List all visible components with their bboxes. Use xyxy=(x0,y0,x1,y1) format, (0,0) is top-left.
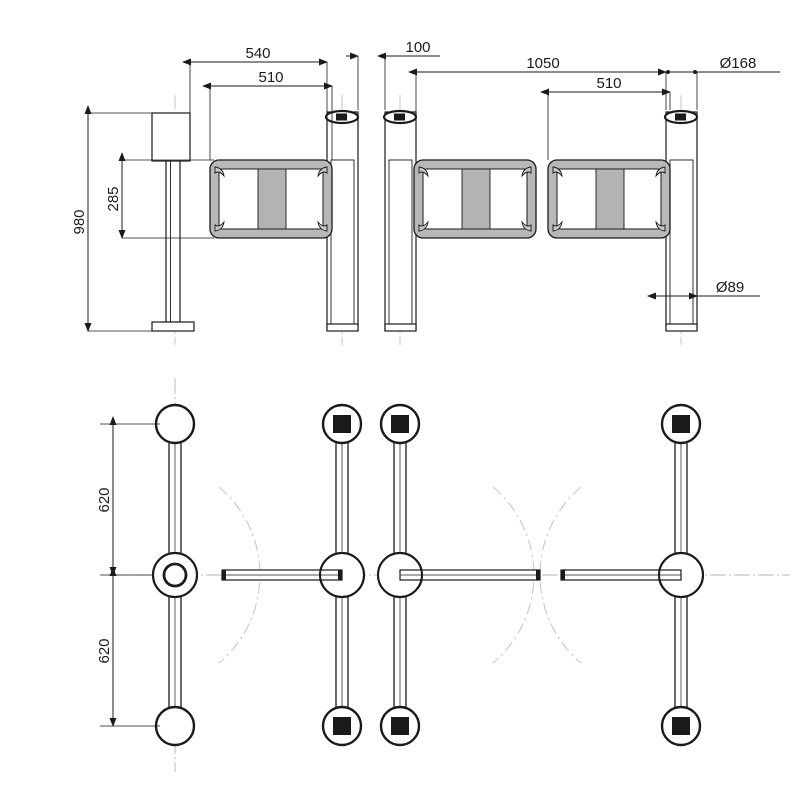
plan-col-0-cap-bottom xyxy=(154,705,196,747)
post-2-foot xyxy=(384,323,417,332)
plan-col-0-hub-ring-outline xyxy=(162,562,188,588)
dim-d89-label: Ø89 xyxy=(716,279,744,296)
elevation-post-0 xyxy=(151,112,195,332)
post-3-foot xyxy=(665,323,698,332)
plan-view: 620 620 xyxy=(96,378,790,772)
dimension-510-right: 510 xyxy=(540,75,671,96)
plan-arm-end-1 xyxy=(338,570,342,580)
dimension-d168: Ø168 xyxy=(666,55,780,74)
post-0-base-plate xyxy=(151,321,195,332)
dim-d168-tick-l xyxy=(666,70,670,74)
plan-arm-end-0 xyxy=(222,570,226,580)
post-3-upper-barrel xyxy=(665,111,698,331)
plan-col-2-cap-bottom-square xyxy=(391,717,409,735)
elevation-view: 540 510 100 1050 510 xyxy=(71,39,780,345)
plan-dimension-620-top: 620 xyxy=(96,416,117,576)
plan-column-2 xyxy=(377,403,423,747)
elevation-barrier-panel-1 xyxy=(209,159,333,239)
plan-dimension-620-bottom: 620 xyxy=(96,567,117,727)
dimension-100: 100 xyxy=(346,39,440,60)
plan-arm-end-3 xyxy=(561,570,565,580)
panel-3-center-band xyxy=(595,168,625,230)
dim-510-right-label: 510 xyxy=(596,75,621,92)
dim-d168-tick-r xyxy=(693,70,697,74)
plan-arm-bars xyxy=(221,569,682,581)
plan-arm-end-2 xyxy=(536,570,540,580)
plan-col-1-hub-outline xyxy=(319,552,365,598)
plan-col-0-hub-outline xyxy=(152,552,198,598)
plan-col-0-cap-top xyxy=(154,403,196,445)
panel-3-corner-br xyxy=(655,220,666,232)
plan-dim-620-top-label: 620 xyxy=(96,487,113,512)
plan-column-1 xyxy=(319,403,365,747)
dim-285-label: 285 xyxy=(105,186,122,211)
plan-swing-arcs xyxy=(218,486,582,664)
panel-2-corner-br xyxy=(521,220,532,232)
dimension-980: 980 xyxy=(71,105,92,332)
post-1-foot xyxy=(326,323,359,332)
post-0-shaft xyxy=(165,160,181,323)
post-1-cap-reader xyxy=(336,113,347,121)
panel-1-corner-bl xyxy=(214,220,225,232)
panel-2-corner-bl xyxy=(418,220,429,232)
post-0-top-box xyxy=(151,112,191,162)
panel-3-corner-bl xyxy=(552,220,563,232)
swing-arc-3 xyxy=(539,486,582,664)
panel-3-corner-tr xyxy=(655,166,666,178)
dim-980-label: 980 xyxy=(71,209,88,234)
elevation-barrier-panel-2 xyxy=(413,159,537,239)
dim-d168-label: Ø168 xyxy=(720,55,757,72)
plan-col-1-cap-bottom-square xyxy=(333,717,351,735)
plan-hub-outlines xyxy=(152,552,704,598)
dim-540-label: 540 xyxy=(245,45,270,62)
panel-3-corner-tl xyxy=(552,166,563,178)
panel-2-corner-tr xyxy=(521,166,532,178)
elevation-barrier-panel-3 xyxy=(547,159,671,239)
plan-col-3-cap-bottom-square xyxy=(672,717,690,735)
plan-col-3-cap-top-square xyxy=(672,415,690,433)
dimension-285: 285 xyxy=(105,152,126,239)
post-3-cap-reader xyxy=(675,113,686,121)
plan-col-1-cap-top-square xyxy=(333,415,351,433)
plan-dim-620-bottom-label: 620 xyxy=(96,638,113,663)
elevation-extension-lines xyxy=(88,56,698,332)
swing-arc-1 xyxy=(218,486,261,664)
plan-col-3-hub-outline xyxy=(658,552,704,598)
plan-col-2-cap-top-square xyxy=(391,415,409,433)
swing-arc-2 xyxy=(492,486,535,664)
elevation-post-2 xyxy=(382,109,418,332)
dimension-d89: Ø89 xyxy=(647,279,760,300)
panel-2-center-band xyxy=(461,168,491,230)
plan-col-2-hub-outline xyxy=(377,552,423,598)
dim-100-label: 100 xyxy=(405,39,430,56)
dimension-540: 540 xyxy=(182,45,328,66)
panel-2-corner-tl xyxy=(418,166,429,178)
dim-510-left-label: 510 xyxy=(258,69,283,86)
panel-1-corner-tr xyxy=(317,166,328,178)
dimension-510-left: 510 xyxy=(202,69,333,90)
panel-1-corner-tl xyxy=(214,166,225,178)
post-2-cap-reader xyxy=(394,113,405,121)
panel-1-center-band xyxy=(257,168,287,230)
dimension-1050: 1050 xyxy=(408,55,667,76)
panel-1-corner-br xyxy=(317,220,328,232)
dim-1050-label: 1050 xyxy=(526,55,559,72)
post-2-upper-barrel xyxy=(384,111,417,331)
